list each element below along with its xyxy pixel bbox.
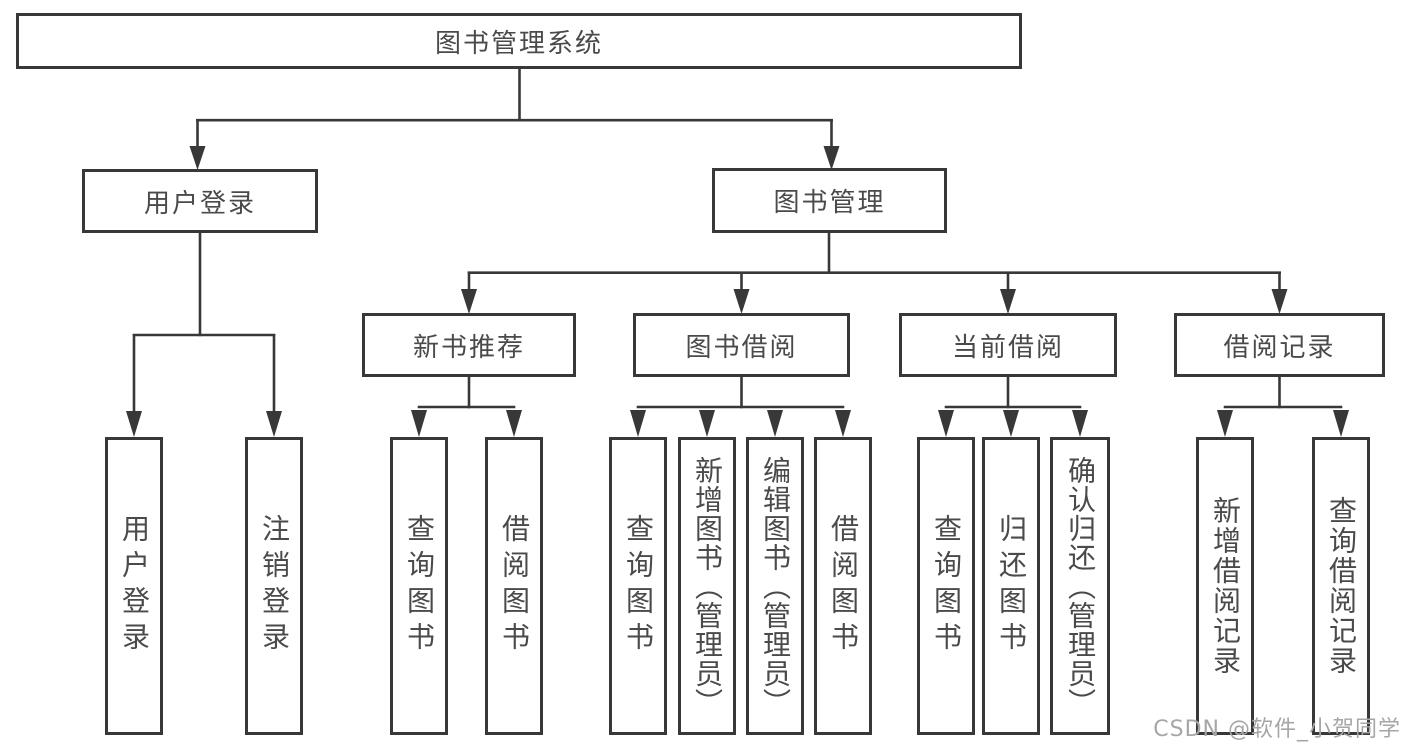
leaf-user-login: 用户登录 [105, 437, 163, 735]
connector-userlogin-to-leaves [132, 233, 276, 414]
node-borrow-records: 借阅记录 [1174, 313, 1385, 377]
leaf-bb-borrow-book: 借阅图书 [814, 437, 872, 735]
node-user-login: 用户登录 [82, 169, 318, 233]
leaf-bb-add-book-admin: 新增图书（管理员） [678, 437, 736, 735]
node-book-borrow: 图书借阅 [633, 313, 850, 377]
leaf-br-query-record: 查询借阅记录 [1312, 437, 1370, 735]
arrowheads [126, 146, 1349, 437]
node-user-login-label: 用户登录 [143, 188, 256, 219]
connector-bookmgmt-to-level3 [467, 233, 1281, 292]
node-root-label: 图书管理系统 [434, 28, 603, 59]
watermark: CSDN @软件_小贺同学 [1153, 717, 1401, 742]
node-book-mgmt-label: 图书管理 [773, 188, 886, 218]
node-current-borrow: 当前借阅 [899, 313, 1117, 377]
node-new-book-recommend: 新书推荐 [362, 313, 576, 377]
node-root: 图书管理系统 [16, 13, 1022, 69]
connector-root-to-level2 [196, 69, 833, 149]
leaf-bb-edit-book-admin: 编辑图书（管理员） [746, 437, 804, 735]
leaf-cb-confirm-return-admin: 确认归还（管理员） [1050, 437, 1110, 735]
leaf-br-add-record: 新增借阅记录 [1196, 437, 1254, 735]
node-book-mgmt: 图书管理 [712, 168, 947, 233]
leaf-bb-query-book: 查询图书 [609, 437, 667, 735]
leaf-cb-query-book: 查询图书 [917, 437, 975, 735]
leaf-logout: 注销登录 [245, 437, 303, 735]
leaf-cb-return-book: 归还图书 [982, 437, 1040, 735]
leaf-nb-borrow-book: 借阅图书 [485, 437, 543, 735]
leaf-nb-query-book: 查询图书 [390, 437, 448, 735]
connector-level3-to-leaves [417, 377, 1343, 409]
